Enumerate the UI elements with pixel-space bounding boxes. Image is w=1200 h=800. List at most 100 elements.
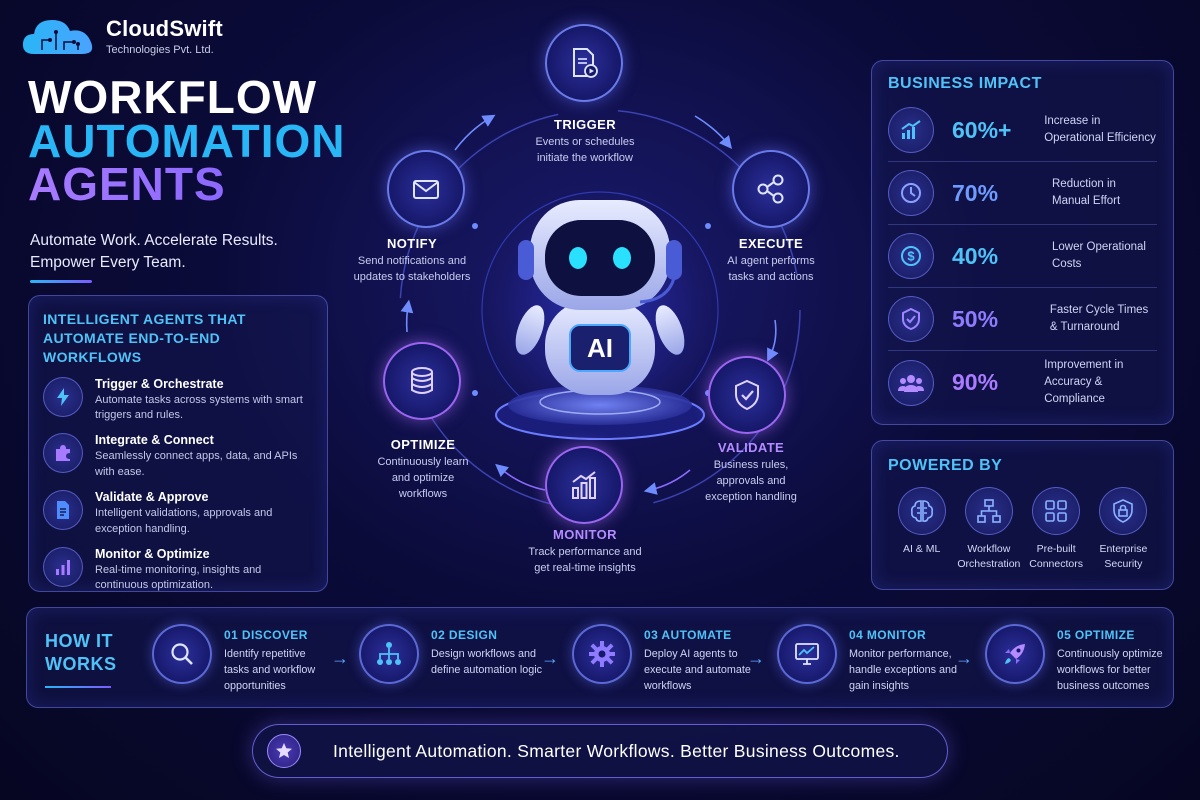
share-nodes-icon — [732, 150, 810, 228]
lock-shield-icon — [1099, 487, 1148, 535]
how-heading-line-1: HOW IT — [45, 631, 113, 651]
how-step-desc: Continuously optimize workflows for bett… — [1057, 648, 1163, 693]
title-divider — [30, 280, 92, 283]
feature-item: Trigger & Orchestrate Automate tasks acr… — [43, 376, 313, 424]
impact-row: 70% Reduction in Manual Effort — [888, 162, 1157, 225]
closing-banner: Intelligent Automation. Smarter Workflow… — [252, 724, 948, 778]
clock-icon — [888, 170, 934, 216]
rocket-icon — [985, 624, 1045, 684]
powered-heading: POWERED BY — [888, 457, 1003, 474]
impact-row: 90% Improvement in Accuracy & Compliance — [888, 351, 1157, 414]
impact-value: 60%+ — [952, 116, 1012, 143]
title-line-1: WORKFLOW — [28, 71, 318, 123]
how-step-title: 03 AUTOMATE — [644, 628, 732, 642]
puzzle-icon — [43, 433, 83, 474]
impact-text: Faster Cycle Times & Turnaround — [1049, 304, 1149, 333]
users-icon — [888, 359, 934, 406]
step-desc: Events or schedules initiate the workflo… — [535, 136, 635, 164]
feature-desc: Intelligent validations, approvals and e… — [95, 507, 273, 535]
impact-heading: BUSINESS IMPACT — [888, 75, 1042, 92]
arrow-right-icon: → — [955, 648, 973, 668]
how-step-desc: Design workflows and define automation l… — [431, 648, 543, 677]
powered-item: Workflow Orchestration — [955, 487, 1022, 572]
arrow-right-icon: → — [541, 648, 559, 668]
database-icon — [383, 342, 461, 420]
how-step: 02 DESIGN Design workflows and define au… — [359, 624, 559, 684]
cloud-logo-icon — [22, 20, 93, 54]
cycle-step-validate: VALIDATE Business rules, approvals and e… — [676, 440, 826, 506]
impact-row: 60%+ Increase in Operational Efficiency — [888, 99, 1157, 162]
how-it-works-panel: HOW IT WORKS 01 DISCOVER Identify repeti… — [26, 607, 1174, 708]
bar-chart-icon — [43, 547, 83, 588]
business-impact-panel: BUSINESS IMPACT 60%+ Increase in Operati… — [871, 60, 1174, 425]
powered-item: AI & ML — [888, 487, 955, 572]
impact-row: 50% Faster Cycle Times & Turnaround — [888, 288, 1157, 351]
feature-title: Validate & Approve — [95, 490, 209, 505]
how-step-desc: Identify repetitive tasks and workflow o… — [224, 648, 316, 693]
tagline-line-1: Automate Work. Accelerate Results. — [30, 232, 278, 249]
star-icon — [267, 734, 301, 768]
envelope-icon — [387, 150, 465, 228]
gear-icon — [572, 624, 632, 684]
shield-check-icon — [708, 356, 786, 434]
feature-desc: Real-time monitoring, insights and conti… — [95, 564, 262, 592]
cycle-step-execute: EXECUTE AI agent performs tasks and acti… — [696, 236, 846, 286]
arrow-right-icon: → — [747, 648, 765, 668]
features-heading: INTELLIGENT AGENTS THAT AUTOMATE END-TO-… — [43, 311, 246, 365]
step-label: VALIDATE — [717, 440, 785, 455]
chart-up-icon — [545, 446, 623, 524]
powered-item: Pre-built Connectors — [1023, 487, 1090, 572]
tagline-line-2: Empower Every Team. — [30, 254, 186, 272]
impact-text: Lower Operational Costs — [1052, 241, 1146, 270]
cycle-step-optimize: OPTIMIZE Continuously learn and optimize… — [348, 437, 498, 503]
how-step: 04 MONITOR Monitor performance, handle e… — [777, 624, 977, 695]
step-desc: Business rules, approvals and exception … — [705, 459, 797, 503]
how-step-desc: Deploy AI agents to execute and automate… — [644, 648, 751, 693]
dollar-icon: $ — [888, 233, 934, 279]
feature-desc: Automate tasks across systems with smart… — [95, 393, 303, 422]
how-heading-line-2: WORKS — [45, 653, 117, 674]
arrow-right-icon: → — [331, 648, 349, 668]
lightning-icon — [43, 376, 83, 417]
page-title: WORKFLOW AUTOMATION AGENTS — [28, 71, 346, 208]
how-step: 05 OPTIMIZE Continuously optimize workfl… — [985, 624, 1185, 695]
svg-text:$: $ — [907, 249, 915, 264]
how-step-title: 01 DISCOVER — [224, 628, 308, 642]
brain-icon — [897, 487, 946, 535]
impact-row: $ 40% Lower Operational Costs — [888, 225, 1157, 288]
how-divider — [45, 686, 111, 688]
document-icon — [43, 490, 83, 531]
robot-ai-badge: AI — [587, 333, 613, 363]
impact-value: 40% — [952, 242, 999, 269]
impact-value: 50% — [952, 305, 999, 332]
feature-title: Trigger & Orchestrate — [95, 376, 224, 391]
growth-chart-icon — [888, 107, 934, 153]
step-desc: Continuously learn and optimize workflow… — [377, 456, 469, 500]
title-line-2: AUTOMATION — [28, 114, 346, 167]
how-step-title: 04 MONITOR — [849, 628, 927, 642]
powered-label: Enterprise Security — [1099, 543, 1148, 571]
cycle-step-trigger: TRIGGER Events or schedules initiate the… — [510, 117, 660, 167]
step-desc: AI agent performs tasks and actions — [727, 255, 815, 283]
powered-label: AI & ML — [902, 543, 941, 555]
hierarchy-icon — [359, 624, 419, 684]
title-line-3: AGENTS — [28, 162, 346, 208]
step-label: TRIGGER — [553, 117, 617, 132]
how-step: 03 AUTOMATE Deploy AI agents to execute … — [572, 624, 772, 695]
powered-item: Enterprise Security — [1090, 487, 1157, 572]
document-play-icon — [545, 24, 623, 102]
feature-item: Monitor & Optimize Real-time monitoring,… — [43, 547, 313, 594]
feature-item: Integrate & Connect Seamlessly connect a… — [43, 433, 313, 480]
step-desc: Track performance and get real-time insi… — [528, 546, 642, 574]
shield-check-icon — [888, 296, 934, 342]
how-step-title: 05 OPTIMIZE — [1057, 628, 1135, 642]
how-step: 01 DISCOVER Identify repetitive tasks an… — [152, 624, 352, 695]
how-step-title: 02 DESIGN — [431, 628, 498, 642]
step-label: OPTIMIZE — [390, 437, 456, 452]
company-logo: CloudSwift Technologies Pvt. Ltd. — [20, 14, 223, 58]
company-name: CloudSwift — [106, 16, 223, 41]
impact-value: 70% — [952, 179, 999, 206]
agents-features-panel: INTELLIGENT AGENTS THAT AUTOMATE END-TO-… — [28, 295, 328, 592]
impact-text: Improvement in Accuracy & Compliance — [1044, 359, 1124, 405]
cycle-step-monitor: MONITOR Track performance and get real-t… — [510, 527, 660, 577]
